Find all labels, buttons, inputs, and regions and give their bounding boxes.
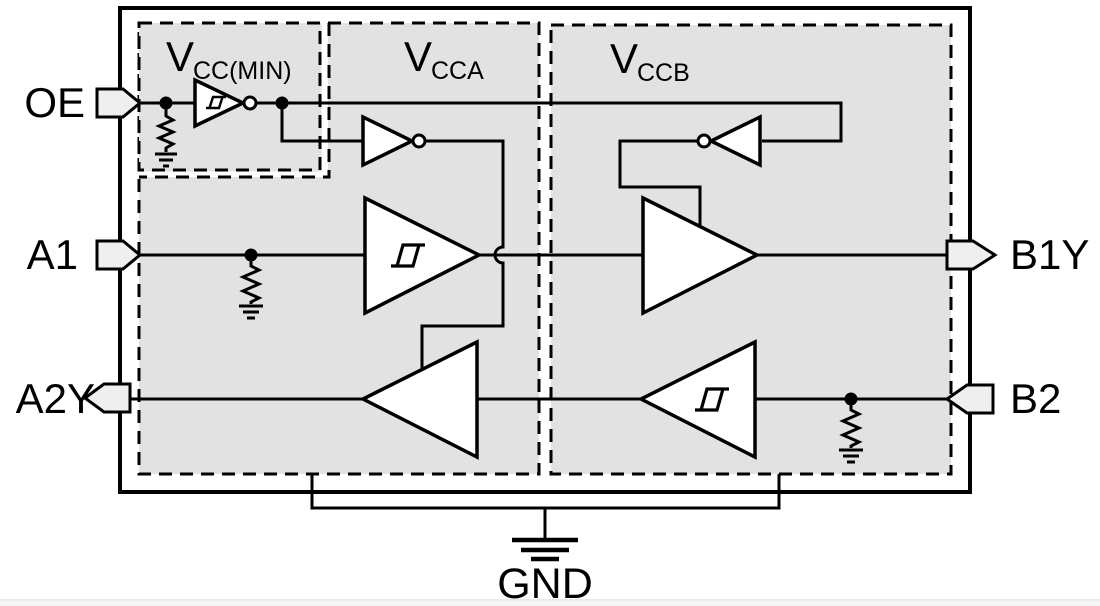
gnd-bus [310, 474, 781, 562]
vccb-sub: CCB [637, 59, 690, 87]
oe-distribution-wire [257, 101, 843, 143]
oe-pulldown-resistor [155, 103, 177, 168]
oe-pin [95, 87, 143, 119]
footer-strip [0, 600, 1100, 606]
inverter-bubble [696, 133, 712, 149]
b2-schmitt-buffer [637, 339, 757, 460]
vcca-sub: CCA [431, 57, 484, 85]
oe-schmitt-inverter [193, 77, 258, 129]
vcc-min-sub: CC(MIN) [193, 57, 292, 85]
ground-symbol [839, 448, 863, 464]
b1y-pin [945, 239, 998, 271]
footer-edge-line [0, 599, 1100, 601]
vcca-notch-border [139, 23, 331, 179]
hysteresis-glyph [391, 243, 425, 268]
vccb-enable-inverter [696, 114, 762, 168]
junction-dot [159, 96, 173, 110]
a1-pin [95, 239, 143, 271]
a1-schmitt-buffer [363, 195, 483, 316]
a2y-pin [82, 382, 132, 414]
inverter-bubble [411, 133, 427, 149]
b1y-output-buffer [641, 195, 761, 316]
vcca-region-label: V CCA [404, 33, 484, 85]
junction-dot [844, 392, 858, 406]
gnd-label: GND [497, 560, 593, 606]
b2-pin-label: B2 [1010, 375, 1061, 422]
junction-dot [244, 248, 258, 262]
b1y-enable-wire [618, 139, 702, 228]
oe-branch-vcca-wire [280, 103, 363, 143]
inverter-bubble [242, 95, 258, 111]
vcc-min-main: V [166, 33, 194, 80]
junction-dot [275, 96, 289, 110]
vccb-main: V [610, 35, 638, 82]
a1-pulldown-resistor [239, 255, 263, 320]
a2y-output-buffer [359, 339, 479, 460]
a2y-pin-label: A2Y [16, 375, 95, 422]
b2-pulldown-resistor [839, 399, 863, 464]
vcc-min-region-label: V CC(MIN) [166, 33, 292, 85]
ground-symbol [155, 152, 177, 168]
ground-symbol [239, 304, 263, 320]
oe-pin-label: OE [24, 79, 85, 126]
b2-pin [944, 383, 995, 415]
hysteresis-glyph [206, 95, 226, 110]
b1y-pin-label: B1Y [1010, 231, 1089, 278]
hysteresis-glyph [695, 387, 729, 412]
vcca-enable-inverter [361, 114, 427, 168]
vcca-main: V [404, 33, 432, 80]
notch-gap-vertical [321, 23, 328, 177]
notch-gap-horizontal [139, 171, 328, 177]
vccb-region-label: V CCB [610, 35, 690, 87]
a1-pin-label: A1 [27, 231, 78, 278]
gnd-symbol [512, 537, 578, 562]
